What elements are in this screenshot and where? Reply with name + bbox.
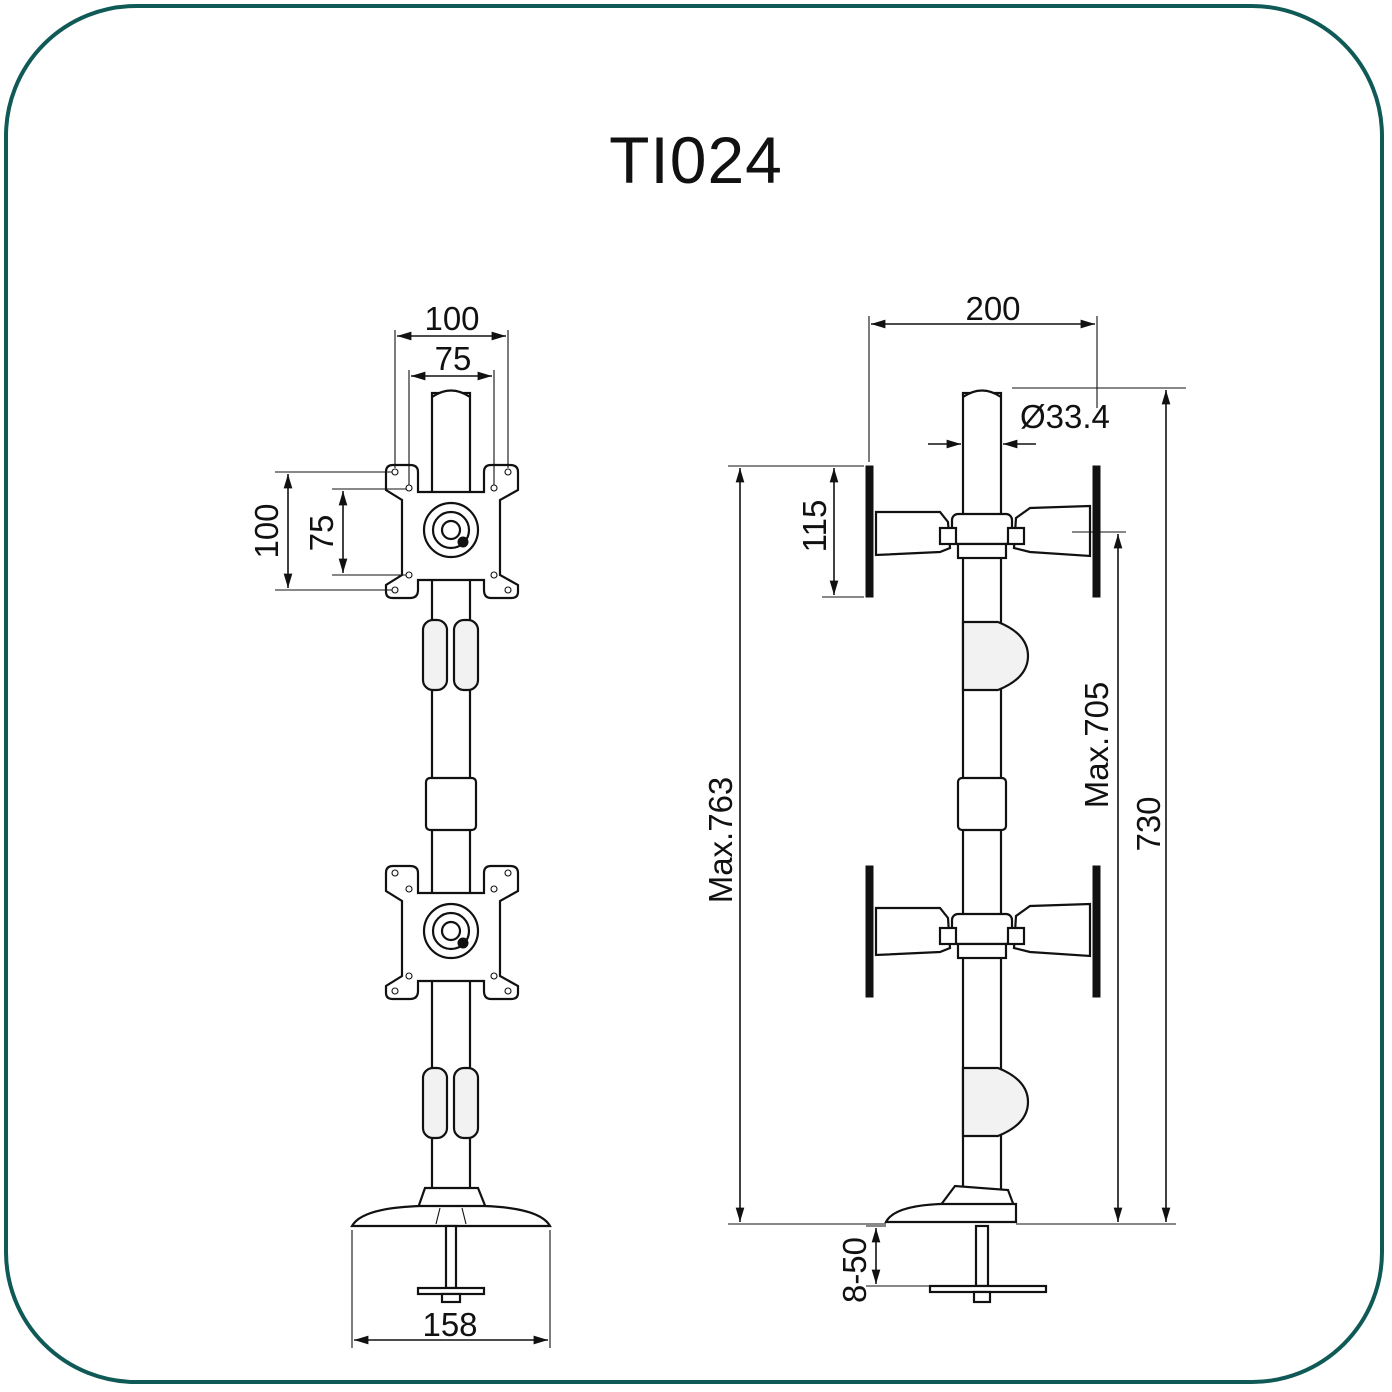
side-arm-knob-lower	[961, 1066, 1030, 1138]
front-arm-knob-left	[421, 618, 449, 692]
dim-plate-width-inner: 75	[435, 340, 472, 377]
side-arm-knob-upper	[961, 620, 1030, 692]
side-desk-base	[884, 1184, 1048, 1304]
side-arm-assembly-upper	[865, 465, 1101, 598]
dim-plate-height: 115	[796, 500, 833, 553]
dim-plate-height-outer: 100	[248, 503, 285, 558]
model-title: TI024	[609, 123, 783, 197]
side-collar	[956, 776, 1008, 832]
side-arm-assembly-lower	[865, 865, 1101, 998]
front-vesa-plate-upper	[384, 463, 520, 600]
dim-pole-height: 730	[1130, 796, 1167, 851]
front-arm-knob-left-lower	[421, 1066, 449, 1140]
dim-arm-span: 200	[965, 290, 1020, 327]
front-arm-knob-right	[452, 618, 480, 692]
side-pole-cap	[962, 389, 1002, 398]
front-vesa-plate-lower	[384, 864, 520, 1001]
dim-pole-diameter: Ø33.4	[1020, 398, 1110, 435]
dim-max-height-plate: Max.705	[1078, 682, 1115, 809]
pole-cap	[431, 389, 471, 398]
dim-desk-clamp-range: 8-50	[836, 1237, 873, 1303]
dim-base-width: 158	[422, 1306, 477, 1343]
drawing-frame	[4, 4, 1384, 1384]
dim-max-height-total: Max.763	[702, 777, 739, 904]
dim-plate-height-inner: 75	[303, 515, 340, 552]
front-desk-base	[350, 1186, 552, 1304]
side-view: 200 Ø33.4 115 Max.763 Max.705 730 8-50	[702, 290, 1186, 1304]
front-view: 100 75 100 75 158	[248, 300, 552, 1348]
dim-plate-width-outer: 100	[424, 300, 479, 337]
front-collar	[424, 776, 478, 832]
front-arm-knob-right-lower	[452, 1066, 480, 1140]
